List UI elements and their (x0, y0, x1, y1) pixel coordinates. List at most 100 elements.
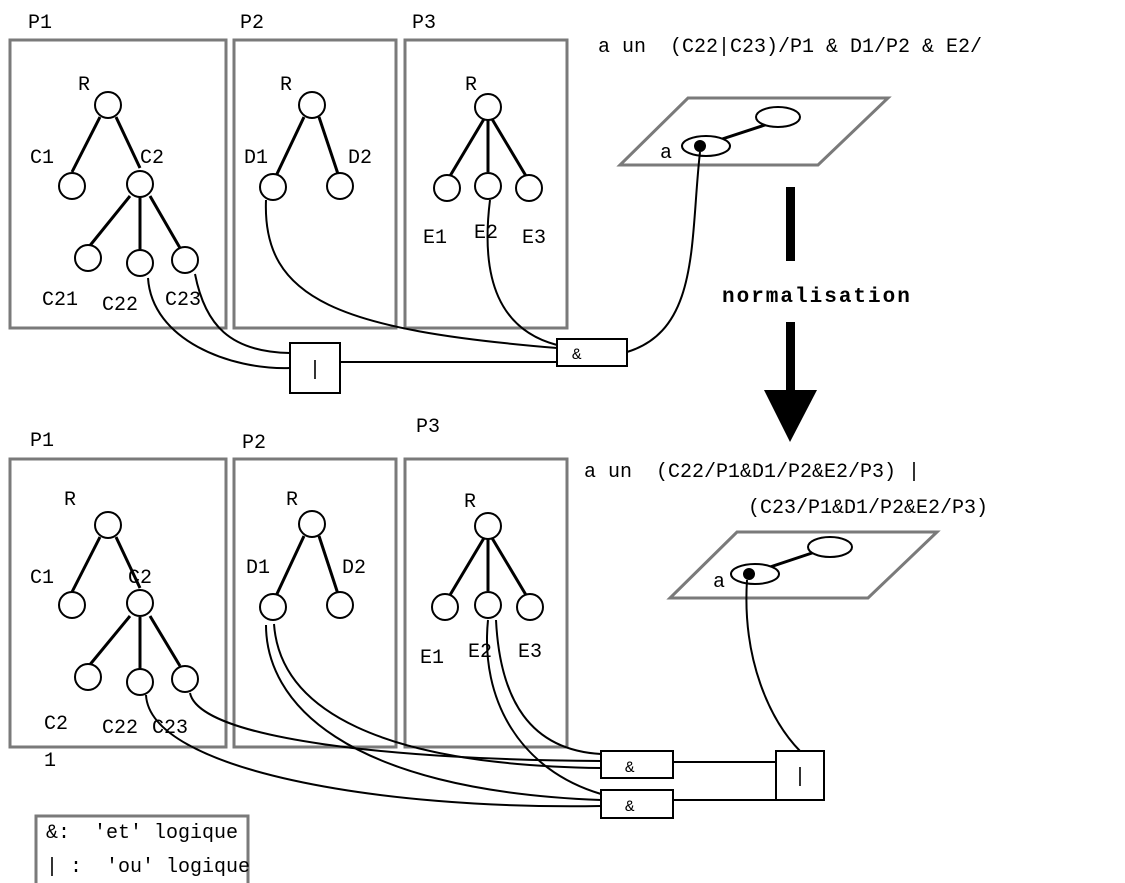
legend-box (34, 814, 250, 883)
bottom-p1-node-c22 (126, 668, 154, 696)
bottom-p1-node-r (94, 511, 122, 539)
bottom-p1-node-c21 (74, 663, 102, 691)
top-p2-d2-label: D2 (348, 147, 372, 170)
top-p3-e2-label: E2 (474, 222, 498, 245)
top-p1-node-c1 (58, 172, 86, 200)
bottom-object-a-dot (743, 568, 755, 580)
bottom-p1-r-label: R (64, 489, 76, 512)
top-p1-r-label: R (78, 74, 90, 97)
top-object-plane: a (616, 96, 892, 167)
top-p1-node-c23 (171, 246, 199, 274)
bottom-p3-node-e3 (516, 593, 544, 621)
top-p2-node-r (298, 91, 326, 119)
top-p1-node-c22 (126, 249, 154, 277)
bottom-section: P1 P2 P3 R C1 C2 C2 1 C22 C23 (8, 416, 988, 819)
top-p2-tree: R D1 D2 (244, 74, 372, 201)
top-p3-node-e3 (515, 174, 543, 202)
bottom-p1-c23-label: C23 (152, 717, 188, 740)
bottom-p3-e1-label: E1 (420, 647, 444, 670)
bottom-p1-node-c1 (58, 591, 86, 619)
bottom-and-gate-2-label: & (625, 798, 635, 816)
top-and-gate (556, 338, 628, 367)
bottom-p3-e3-label: E3 (518, 641, 542, 664)
bottom-p1-c21-label-b: 1 (44, 750, 56, 773)
top-or-gate (289, 342, 341, 394)
top-or-gate-label: | (309, 359, 321, 382)
bottom-formula-line2: (C23/P1&D1/P2&E2/P3) (748, 497, 988, 520)
bottom-wires (145, 579, 801, 808)
bottom-panel-p3-label: P3 (416, 416, 440, 439)
arrow-upper-shaft (786, 187, 795, 261)
top-p1-c21-label: C21 (42, 289, 78, 312)
bottom-p2-node-r (298, 510, 326, 538)
top-p1-tree: R C1 C2 C21 C22 C23 (30, 74, 201, 317)
top-p3-e1-label: E1 (423, 227, 447, 250)
top-panel-p1 (8, 38, 228, 330)
top-p2-node-d2 (326, 172, 354, 200)
top-formula: a un (C22|C23)/P1 & D1/P2 & E2/ (598, 36, 982, 59)
top-section: P1 P2 P3 R C1 C2 C21 C22 C23 (8, 12, 982, 394)
bottom-object-plane: a (666, 530, 941, 600)
bottom-p3-e2-label: E2 (468, 641, 492, 664)
top-p2-d1-label: D1 (244, 147, 268, 170)
bottom-p2-r-label: R (286, 489, 298, 512)
top-p1-c22-label: C22 (102, 294, 138, 317)
top-p2-r-label: R (280, 74, 292, 97)
legend-or-line: | : 'ou' logique (46, 856, 250, 879)
bottom-and-gate-1-label: & (625, 759, 635, 777)
bottom-p2-node-d2 (326, 591, 354, 619)
legend-and-line: &: 'et' logique (46, 822, 238, 845)
bottom-p1-node-c2 (126, 589, 154, 617)
top-panel-p1-label: P1 (28, 12, 52, 35)
arrow-head (764, 390, 817, 442)
top-p1-c2-label: C2 (140, 147, 164, 170)
top-panel-p2-label: P2 (240, 12, 264, 35)
top-p3-e3-label: E3 (522, 227, 546, 250)
bottom-p1-node-c23 (171, 665, 199, 693)
bottom-panel-p1 (8, 457, 228, 749)
bottom-object-a-label: a (713, 571, 725, 594)
legend: &: 'et' logique | : 'ou' logique (34, 814, 250, 883)
bottom-panel-p3 (403, 457, 569, 749)
top-p3-node-e2 (474, 172, 502, 200)
top-p1-node-r (94, 91, 122, 119)
normalisation-arrow: normalisation (722, 187, 912, 442)
top-p3-r-label: R (465, 74, 477, 97)
bottom-or-gate-label: | (794, 766, 806, 789)
top-p1-node-c21 (74, 244, 102, 272)
bottom-or-gate (775, 750, 825, 801)
top-p1-node-c2 (126, 170, 154, 198)
bottom-p1-c22-label: C22 (102, 717, 138, 740)
bottom-and-gate-2 (600, 789, 674, 819)
bottom-formula-line1: a un (C22/P1&D1/P2&E2/P3) | (584, 461, 920, 484)
bottom-p2-d1-label: D1 (246, 557, 270, 580)
bottom-p1-c2-label: C2 (128, 567, 152, 590)
top-panel-p3-label: P3 (412, 12, 436, 35)
top-object-a-dot (694, 140, 706, 152)
bottom-p3-node-r (474, 512, 502, 540)
top-p3-node-r (474, 93, 502, 121)
top-and-gate-label: & (572, 346, 582, 364)
arrow-lower-shaft (786, 322, 795, 390)
bottom-p3-r-label: R (464, 491, 476, 514)
bottom-p1-c21-label-a: C2 (44, 713, 68, 736)
bottom-panel-p2 (232, 457, 398, 749)
bottom-p3-tree: R E1 E2 E3 (420, 491, 544, 670)
bottom-p1-c1-label: C1 (30, 567, 54, 590)
normalisation-label: normalisation (722, 286, 912, 309)
top-wires (147, 151, 701, 370)
bottom-p2-d2-label: D2 (342, 557, 366, 580)
top-panel-p2 (232, 38, 398, 330)
top-panel-p3 (403, 38, 569, 330)
bottom-p3-node-e2 (474, 591, 502, 619)
top-p1-c1-label: C1 (30, 147, 54, 170)
bottom-p1-tree: R C1 C2 C2 1 C22 C23 (30, 489, 199, 773)
top-p2-node-d1 (259, 173, 287, 201)
bottom-panel-p1-label: P1 (30, 430, 54, 453)
bottom-p3-node-e1 (431, 593, 459, 621)
top-p3-node-e1 (433, 174, 461, 202)
bottom-panel-p2-label: P2 (242, 432, 266, 455)
top-p1-c23-label: C23 (165, 289, 201, 312)
